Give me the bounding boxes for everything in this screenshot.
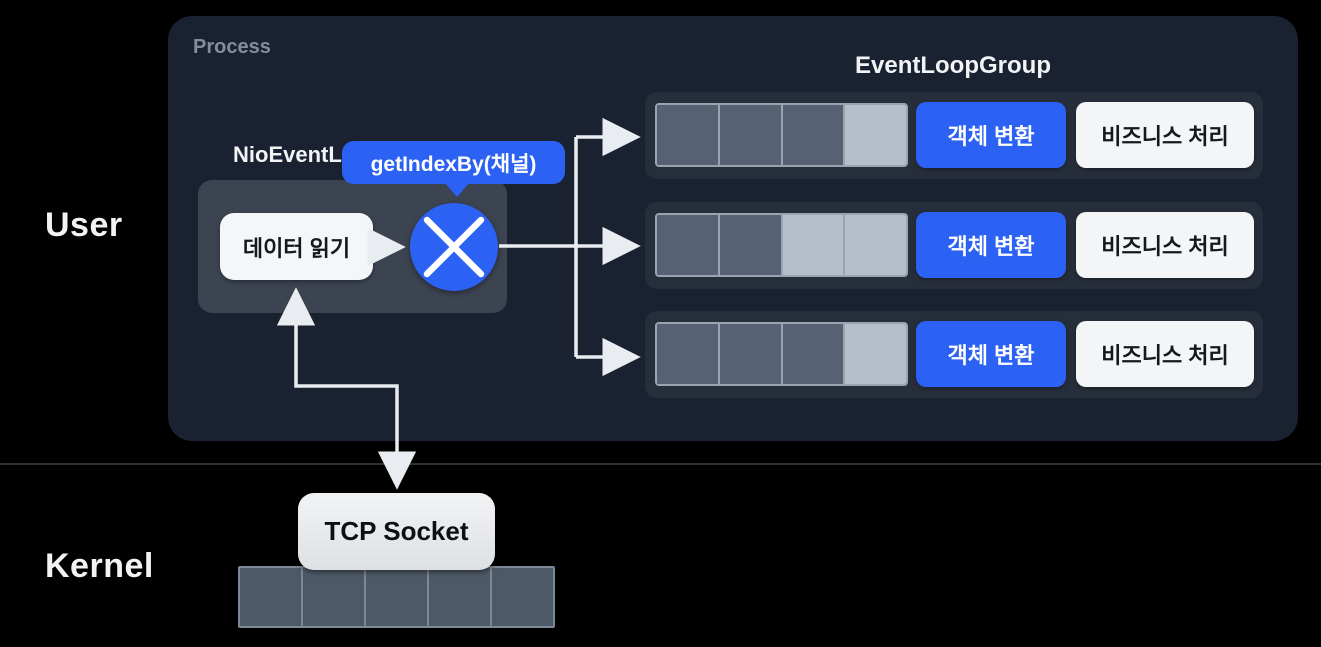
process-container: Process EventLoopGroup NioEventL 데이터 읽기 … xyxy=(168,16,1298,441)
queue-cell-dark xyxy=(427,568,490,626)
event-loop-group-title: EventLoopGroup xyxy=(855,52,1051,79)
business-process-button-2: 비즈니스 처리 xyxy=(1076,212,1254,278)
event-loop-row-3: 객체 변환 비즈니스 처리 xyxy=(645,311,1263,398)
queue-cell-dark xyxy=(717,215,781,275)
get-index-by-tooltip: getIndexBy(채널) xyxy=(342,141,565,197)
business-process-button-1: 비즈니스 처리 xyxy=(1076,102,1254,168)
queue-cell-dark xyxy=(301,568,364,626)
convert-object-button-2: 객체 변환 xyxy=(916,212,1066,278)
queue-cell-light xyxy=(843,105,906,165)
convert-object-button-1: 객체 변환 xyxy=(916,102,1066,168)
tcp-socket-box: TCP Socket xyxy=(298,493,495,570)
tooltip-label: getIndexBy(채널) xyxy=(370,152,537,176)
queue-cell-light xyxy=(780,215,844,275)
task-queue-3 xyxy=(655,322,908,386)
event-loop-row-1: 객체 변환 비즈니스 처리 xyxy=(645,92,1263,179)
kernel-space-label: Kernel xyxy=(45,547,154,585)
queue-cell-light xyxy=(843,324,906,384)
queue-cell-dark xyxy=(240,568,301,626)
business-process-button-3: 비즈니스 처리 xyxy=(1076,321,1254,387)
task-queue-2 xyxy=(655,213,908,277)
queue-cell-dark xyxy=(657,324,718,384)
user-space-label: User xyxy=(45,206,123,244)
selector-x-icon xyxy=(423,216,485,278)
queue-cell-light xyxy=(843,215,906,275)
queue-cell-dark xyxy=(717,324,781,384)
process-title: Process xyxy=(193,36,271,58)
queue-cell-dark xyxy=(364,568,427,626)
kernel-socket-buffer xyxy=(238,566,555,628)
queue-cell-dark xyxy=(490,568,553,626)
nio-event-loop-label: NioEventL xyxy=(233,142,342,167)
tooltip-pointer xyxy=(444,182,470,197)
queue-cell-dark xyxy=(657,105,718,165)
convert-object-button-3: 객체 변환 xyxy=(916,321,1066,387)
task-queue-1 xyxy=(655,103,908,167)
selector-circle xyxy=(410,203,498,291)
queue-cell-dark xyxy=(780,105,844,165)
queue-cell-dark xyxy=(657,215,718,275)
queue-cell-dark xyxy=(717,105,781,165)
event-loop-row-2: 객체 변환 비즈니스 처리 xyxy=(645,202,1263,289)
user-kernel-divider xyxy=(0,463,1321,465)
read-data-button: 데이터 읽기 xyxy=(220,213,373,280)
queue-cell-dark xyxy=(780,324,844,384)
